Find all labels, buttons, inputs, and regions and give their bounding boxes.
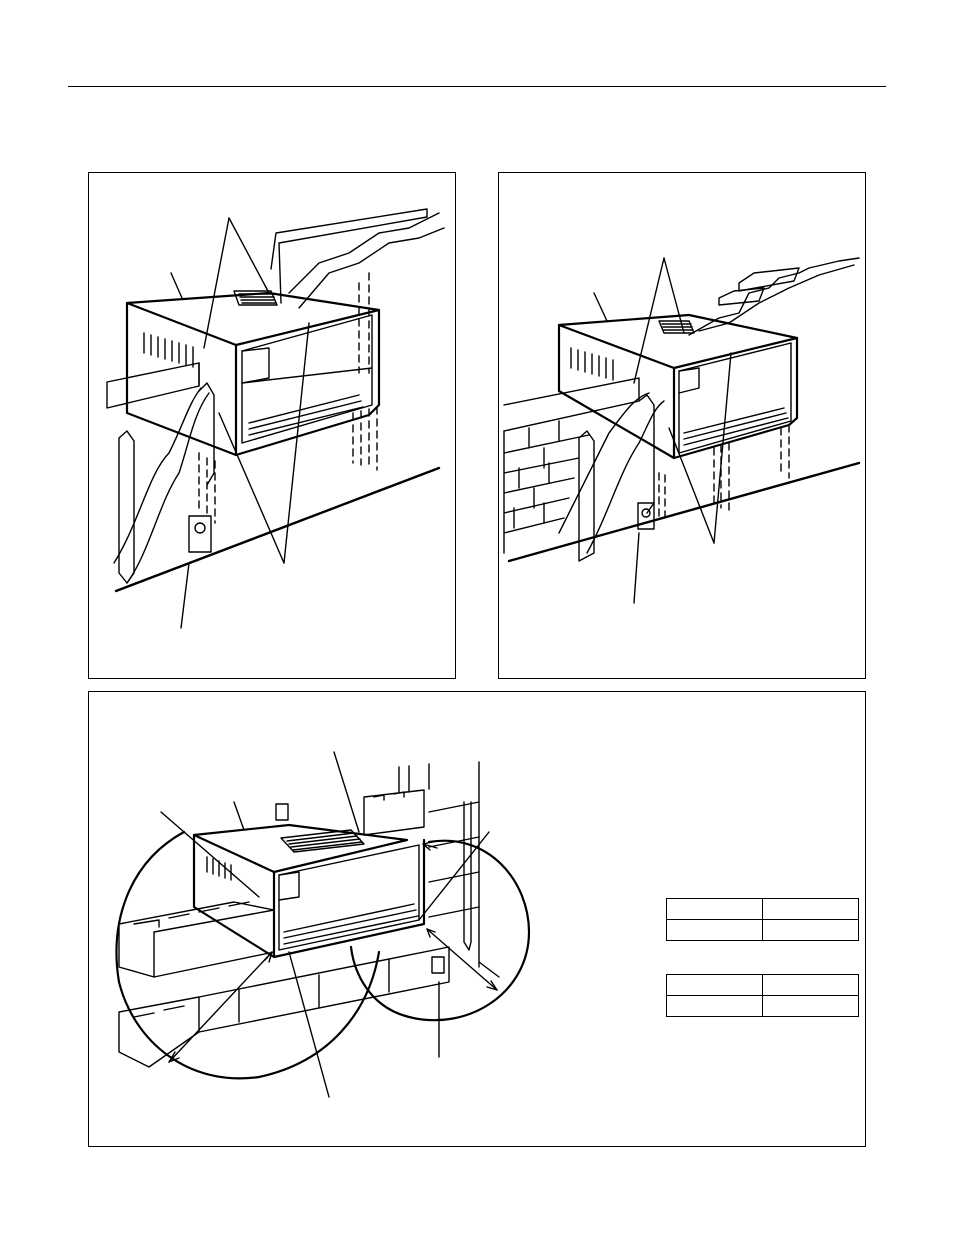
table-row (666, 974, 859, 996)
brick-wall-illustration (503, 257, 861, 604)
table-row (666, 995, 859, 1017)
table-cell (762, 919, 859, 941)
table-cell (666, 898, 763, 920)
table-row (666, 919, 859, 941)
figure-brick-wall-installation (498, 172, 866, 679)
table-cell (762, 898, 859, 920)
table-cell (666, 919, 763, 941)
table-cell (762, 995, 859, 1017)
table-cell (762, 974, 859, 996)
block-wall-illustration (115, 751, 531, 1098)
table-row (666, 898, 859, 920)
figure-frame-wall-installation (88, 172, 456, 679)
figure-block-wall-installation (88, 691, 866, 1147)
frame-wall-illustration (106, 208, 445, 629)
table-cell (666, 974, 763, 996)
blank-table-1 (666, 898, 859, 941)
blank-table-2 (666, 974, 859, 1017)
header-rule (68, 86, 886, 87)
table-cell (666, 995, 763, 1017)
